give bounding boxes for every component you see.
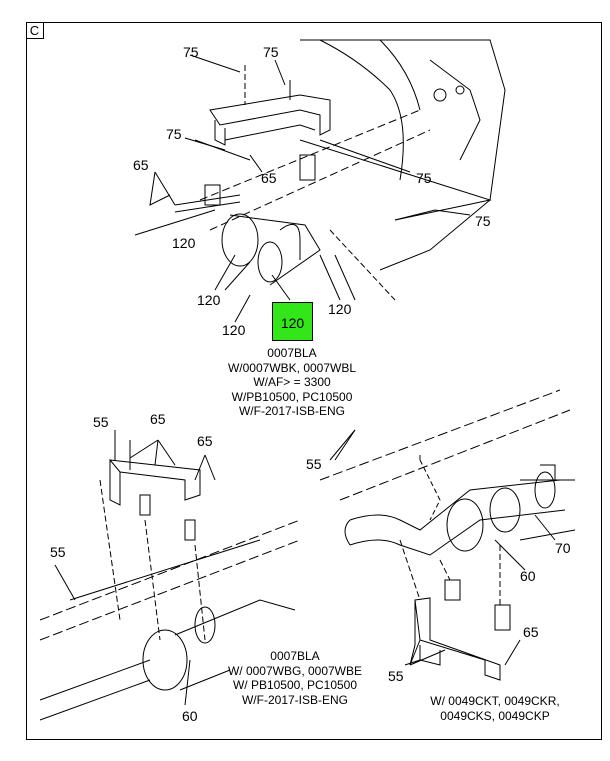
exhaust-pipe-bottom-left [39,564,296,721]
callout-70[interactable]: 70 [555,540,571,556]
note-line: W/ 0007WBG, 0007WBE [227,663,363,678]
note-line: W/0007WBK, 0007WBL [227,360,357,375]
note-line: W/AF> = 3300 [253,375,331,389]
callout-65[interactable]: 65 [523,624,539,640]
callout-55[interactable]: 55 [93,414,109,430]
callout-55[interactable]: 55 [50,544,66,560]
frame-rail-bottom-left [39,519,301,641]
callout-75[interactable]: 75 [166,126,182,142]
callout-75[interactable]: 75 [475,213,491,229]
note-line: W/ PB10500, PC10500 [232,678,358,692]
callout-120[interactable]: 120 [222,322,246,338]
callout-65[interactable]: 65 [150,411,166,427]
highlighted-part-120[interactable]: 120 [272,302,313,341]
diagram-frame [26,22,602,740]
leader-lines-bottom-right [329,429,556,571]
callout-65[interactable]: 65 [197,433,213,449]
section-label: C [26,22,44,39]
frame-rail-bottom-right [319,389,571,501]
note-line: 0049CKS, 0049CKP [440,708,550,723]
callout-120[interactable]: 120 [197,292,221,308]
callout-55[interactable]: 55 [306,456,322,472]
leader-lines-top [134,54,471,323]
callout-75[interactable]: 75 [416,170,432,186]
frame-rail-top [199,39,506,271]
callout-55[interactable]: 55 [388,668,404,684]
bracket-top [209,65,331,146]
callout-60[interactable]: 60 [520,568,536,584]
note-line: W/ 0049CKT, 0049CKR, [430,694,560,708]
callout-65[interactable]: 65 [133,157,149,173]
note-bottom-left: 0007BLA W/ 0007WBG, 0007WBE W/ PB10500, … [220,649,370,707]
bracket-bottom-left [99,430,216,641]
callout-60[interactable]: 60 [182,708,198,724]
note-line: 0007BLA [267,346,317,360]
note-line: 0007BLA [270,649,320,663]
exhaust-pipe-top [174,154,396,301]
bracket-bottom-right [399,539,521,681]
note-bottom-right: W/ 0049CKT, 0049CKR, 0049CKS, 0049CKP [420,694,570,723]
exhaust-pipe-bottom-right [344,459,576,556]
note-line: W/F-2017-ISB-ENG [238,404,346,418]
callout-120[interactable]: 120 [172,235,196,251]
callout-65[interactable]: 65 [261,170,277,186]
note-line: W/F-2017-ISB-ENG [241,692,349,707]
callout-75[interactable]: 75 [183,44,199,60]
note-top: 0007BLA W/0007WBK, 0007WBL W/AF> = 3300 … [222,346,362,419]
note-line: W/PB10500, PC10500 [231,389,353,404]
callout-120[interactable]: 120 [328,301,352,317]
callout-75[interactable]: 75 [263,44,279,60]
